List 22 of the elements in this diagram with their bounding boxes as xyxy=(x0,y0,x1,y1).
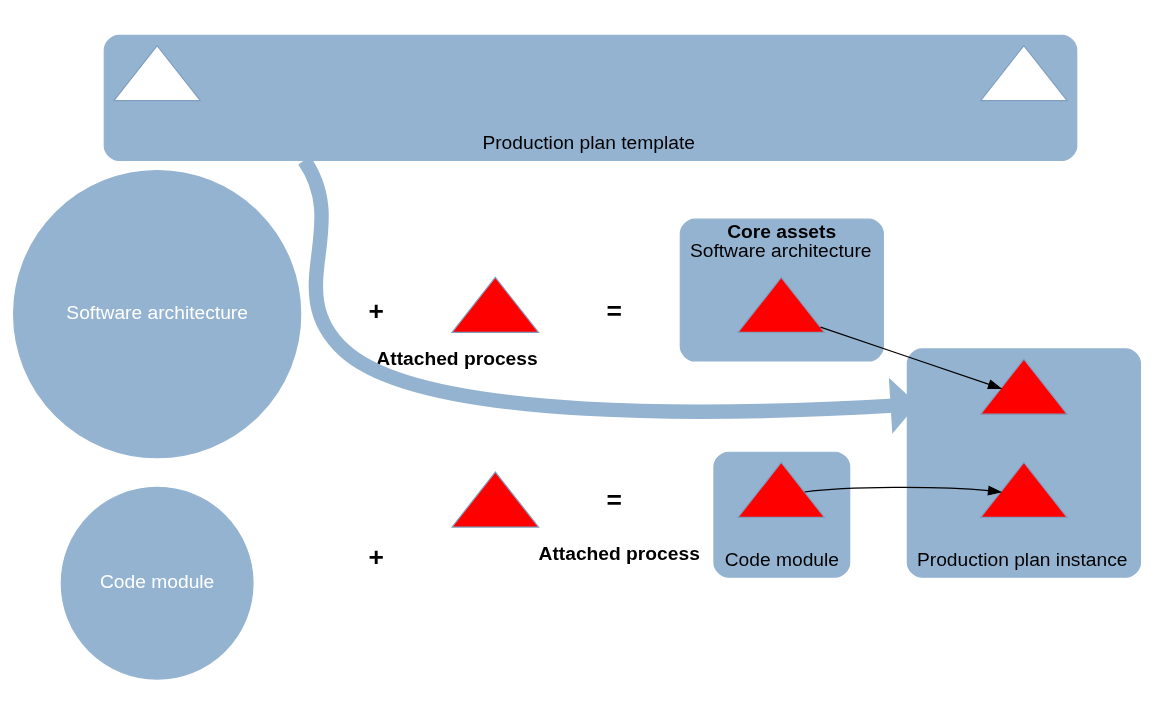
arrow xyxy=(804,485,1003,496)
arrow xyxy=(819,326,1003,390)
node-triangle xyxy=(979,461,1069,519)
node-triangle xyxy=(736,461,826,519)
label: = xyxy=(606,295,622,326)
label: + xyxy=(368,295,384,326)
node-triangle xyxy=(450,276,540,334)
node-label: Attached process xyxy=(538,542,700,564)
cluster: Production plan instance xyxy=(906,348,1141,578)
label: + xyxy=(368,541,384,572)
node-triangle xyxy=(450,471,540,528)
node-label: Core assets xyxy=(727,221,837,243)
node-label: Attached process xyxy=(376,347,538,369)
node-triangle xyxy=(979,358,1069,415)
node-circle: Software architecture xyxy=(13,169,302,459)
node-triangle xyxy=(736,276,826,334)
label: = xyxy=(606,485,622,516)
cluster: Production plan template xyxy=(103,34,1078,161)
cluster: Code module xyxy=(713,451,851,578)
node-triangle xyxy=(112,44,202,102)
node-triangle xyxy=(979,44,1069,102)
node-circle: Code module xyxy=(60,486,254,680)
